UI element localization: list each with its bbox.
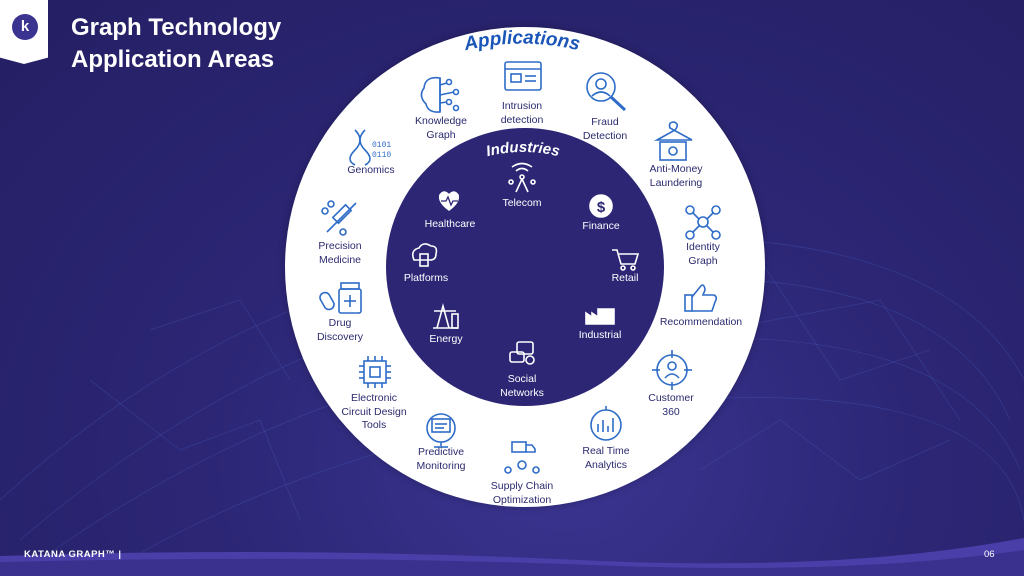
logo-tab: k — [0, 0, 48, 64]
app-recommendation: Recommendation — [659, 316, 743, 328]
dna-binary-icon — [349, 129, 371, 166]
social-chat-icon — [509, 341, 535, 365]
truck-cycle-icon — [504, 441, 540, 474]
app-customer-360: Customer 360 — [648, 392, 694, 418]
industry-telecom: Telecom — [502, 197, 542, 209]
app-genomics: Genomics — [347, 164, 395, 176]
app-predictive-monitoring: Predictive Monitoring — [416, 446, 466, 472]
industry-industrial: Industrial — [578, 329, 622, 341]
industry-retail: Retail — [611, 272, 639, 284]
industries-circle — [386, 128, 664, 406]
pulse-line — [441, 195, 458, 207]
app-electronic-circuit-design: Electronic Circuit Design Tools — [341, 392, 407, 431]
chip-icon — [359, 356, 391, 388]
app-supply-chain-optimization: Supply Chain Optimization — [490, 480, 554, 506]
network-graph-icon — [685, 205, 721, 240]
app-fraud-detection: Fraud Detection — [582, 116, 628, 142]
binary-digits: 0101 — [372, 141, 391, 150]
factory-icon — [585, 308, 615, 325]
slide-title: Graph Technology Application Areas — [71, 14, 282, 73]
brain-icon — [420, 76, 460, 113]
footer-wave — [0, 538, 1024, 576]
industries-heading: Industries — [484, 139, 561, 160]
app-anti-money-laundering: Anti-Money Laundering — [649, 163, 703, 189]
page-number: 06 — [984, 549, 995, 560]
industry-healthcare: Healthcare — [424, 218, 476, 230]
cloud-server-icon — [412, 243, 438, 267]
katana-logo-icon: k — [12, 14, 38, 40]
app-intrusion-detection: Intrusion detection — [500, 100, 544, 126]
antenna-icon — [508, 162, 536, 193]
app-identity-graph: Identity Graph — [686, 241, 720, 267]
app-precision-medicine: Precision Medicine — [318, 240, 362, 266]
industry-platforms: Platforms — [403, 272, 449, 284]
app-real-time-analytics: Real Time Analytics — [582, 445, 630, 471]
monitor-device-icon — [426, 413, 456, 448]
app-drug-discovery: Drug Discovery — [316, 317, 364, 343]
thumbs-up-icon — [684, 284, 718, 312]
industry-social-networks: Social Networks — [500, 373, 544, 399]
brand-footer: KATANA GRAPH™ | — [24, 549, 122, 560]
binary-digits: 0110 — [372, 151, 391, 160]
dollar-coin-icon — [589, 194, 613, 218]
stopwatch-chart-icon — [590, 406, 622, 441]
magnifier-person-icon — [586, 72, 627, 112]
dollar-sign: $ — [597, 199, 606, 216]
app-knowledge-graph: Knowledge Graph — [415, 115, 467, 141]
shopping-cart-icon — [612, 249, 640, 271]
industry-energy: Energy — [429, 333, 463, 345]
target-user-icon — [652, 350, 692, 390]
pill-bottle-icon — [319, 282, 362, 314]
oil-pump-icon — [433, 302, 459, 329]
syringe-pills-icon — [321, 200, 357, 236]
hanger-money-icon — [653, 121, 693, 161]
industry-finance: Finance — [582, 220, 620, 232]
dashboard-screen-icon — [504, 61, 542, 91]
